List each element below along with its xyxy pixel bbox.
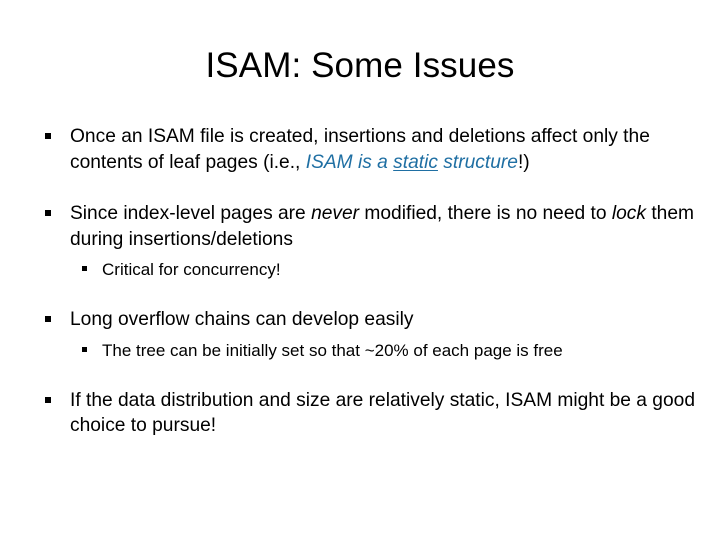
page-title: ISAM: Some Issues xyxy=(205,46,515,85)
spacer-5 xyxy=(0,362,720,388)
slide-body: Once an ISAM file is created, insertions… xyxy=(0,124,720,439)
sub-bullet-item-1: Critical for concurrency! xyxy=(0,258,720,281)
bullet-item-2: Since index-level pages are never modifi… xyxy=(0,201,720,252)
bullet-1-text-part-1: Once an ISAM file is created, insertions… xyxy=(70,126,650,173)
bullet-square-icon xyxy=(45,210,51,216)
sub-bullet-item-2: The tree can be initially set so that ~2… xyxy=(0,339,720,362)
bullet-square-icon xyxy=(45,316,51,322)
bullet-2-text-part-1: Since index-level pages are xyxy=(70,203,312,224)
spacer-3 xyxy=(0,281,720,307)
sub-bullet-square-icon xyxy=(82,346,87,352)
bullet-2-italic-lock: lock xyxy=(611,203,646,224)
bullet-2-text-part-3: them during insertions/deletions xyxy=(70,203,694,250)
sub-bullet-2-text: The tree can be initially set so that ~2… xyxy=(102,340,563,360)
sub-bullet-1-text: Critical for concurrency! xyxy=(102,260,281,279)
bullet-1-accent-part-2: structure xyxy=(437,151,518,173)
bullet-3-text: Long overflow chains can develop easily xyxy=(70,309,414,330)
bullet-square-icon xyxy=(45,133,51,139)
spacer-1 xyxy=(0,175,720,201)
bullet-2-text-part-2: modified, there is no need to xyxy=(359,203,612,224)
bullet-item-3: Long overflow chains can develop easily xyxy=(0,307,720,333)
bullet-1-accent-part-1: ISAM is a xyxy=(305,151,394,173)
bullet-1-accent-underlined: static xyxy=(393,151,438,173)
bullet-item-4: If the data distribution and size are re… xyxy=(0,388,720,439)
bullet-1-text-part-2: !) xyxy=(517,151,530,173)
bullet-item-1: Once an ISAM file is created, insertions… xyxy=(0,124,720,175)
bullet-4-text: If the data distribution and size are re… xyxy=(70,389,695,437)
sub-bullet-square-icon xyxy=(82,266,87,271)
bullet-2-italic-never: never xyxy=(311,203,360,224)
bullet-square-icon xyxy=(45,396,51,403)
